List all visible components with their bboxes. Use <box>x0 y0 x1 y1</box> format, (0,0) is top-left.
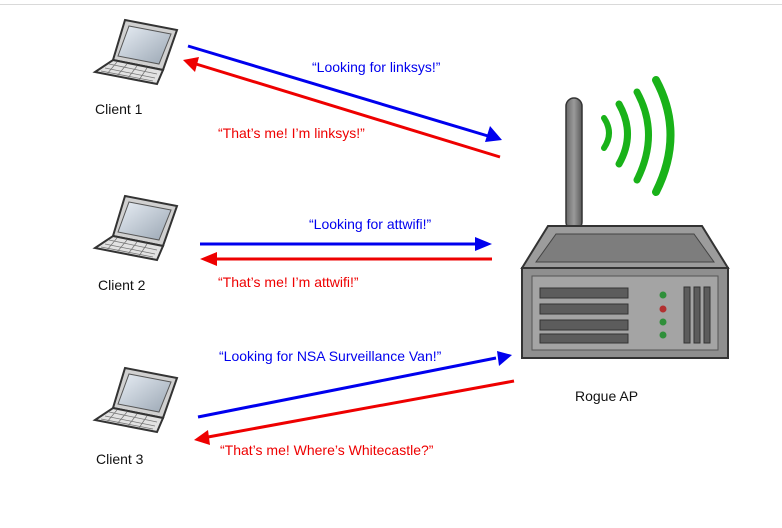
laptop-icon-client-1 <box>94 19 178 85</box>
response-arrowhead <box>194 430 210 445</box>
request-arrow <box>187 44 489 138</box>
request-message: “Looking for NSA Surveillance Van!” <box>219 348 442 364</box>
client-label: Client 2 <box>98 277 146 293</box>
response-message: “That’s me! I’m attwifi!” <box>218 274 359 290</box>
response-arrow <box>195 62 501 159</box>
request-arrowhead <box>485 126 502 142</box>
request-arrowhead <box>475 237 492 251</box>
client-label: Client 3 <box>96 451 144 467</box>
wifi-signal-icon <box>601 76 675 196</box>
response-arrowhead <box>200 252 217 266</box>
response-message: “That’s me! I’m linksys!” <box>218 125 365 141</box>
request-message: “Looking for attwifi!” <box>309 216 431 232</box>
response-arrowhead <box>183 57 199 72</box>
laptop-icon-client-2 <box>94 195 178 261</box>
request-arrowhead <box>497 351 512 366</box>
client-label: Client 1 <box>95 101 143 117</box>
access-point-label: Rogue AP <box>575 388 638 404</box>
request-arrow <box>197 356 497 419</box>
response-message: “That’s me! Where’s Whitecastle?” <box>220 442 434 458</box>
arrows <box>183 44 515 445</box>
request-message: “Looking for linksys!” <box>312 59 441 75</box>
top-divider <box>0 4 782 5</box>
laptop-icon-client-3 <box>94 367 178 433</box>
response-arrow <box>207 379 515 439</box>
wireless-router-icon <box>520 76 730 359</box>
